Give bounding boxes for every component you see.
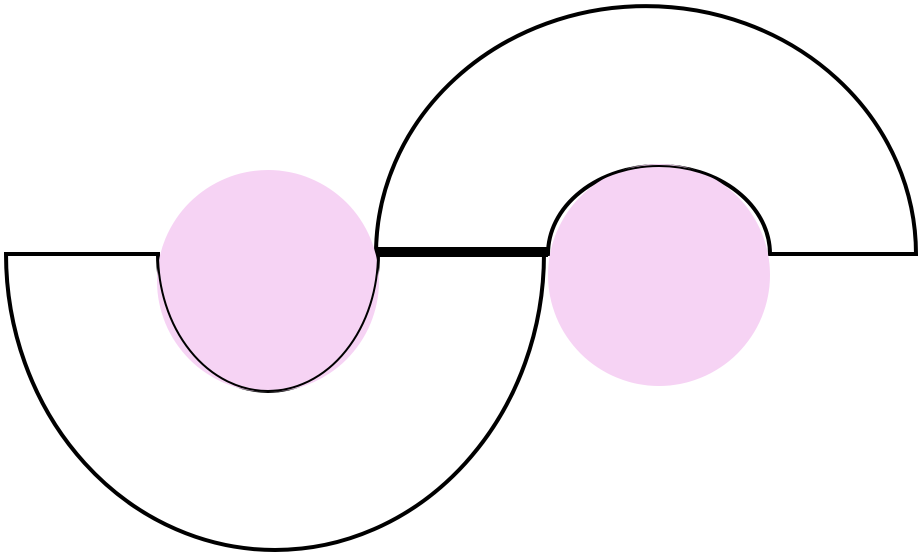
left-disc-lower-outline (157, 253, 379, 392)
left-pink-disc (157, 170, 379, 392)
center-bar (378, 247, 548, 257)
right-pink-disc (548, 164, 770, 386)
right-disc-upper-outline (547, 165, 771, 255)
